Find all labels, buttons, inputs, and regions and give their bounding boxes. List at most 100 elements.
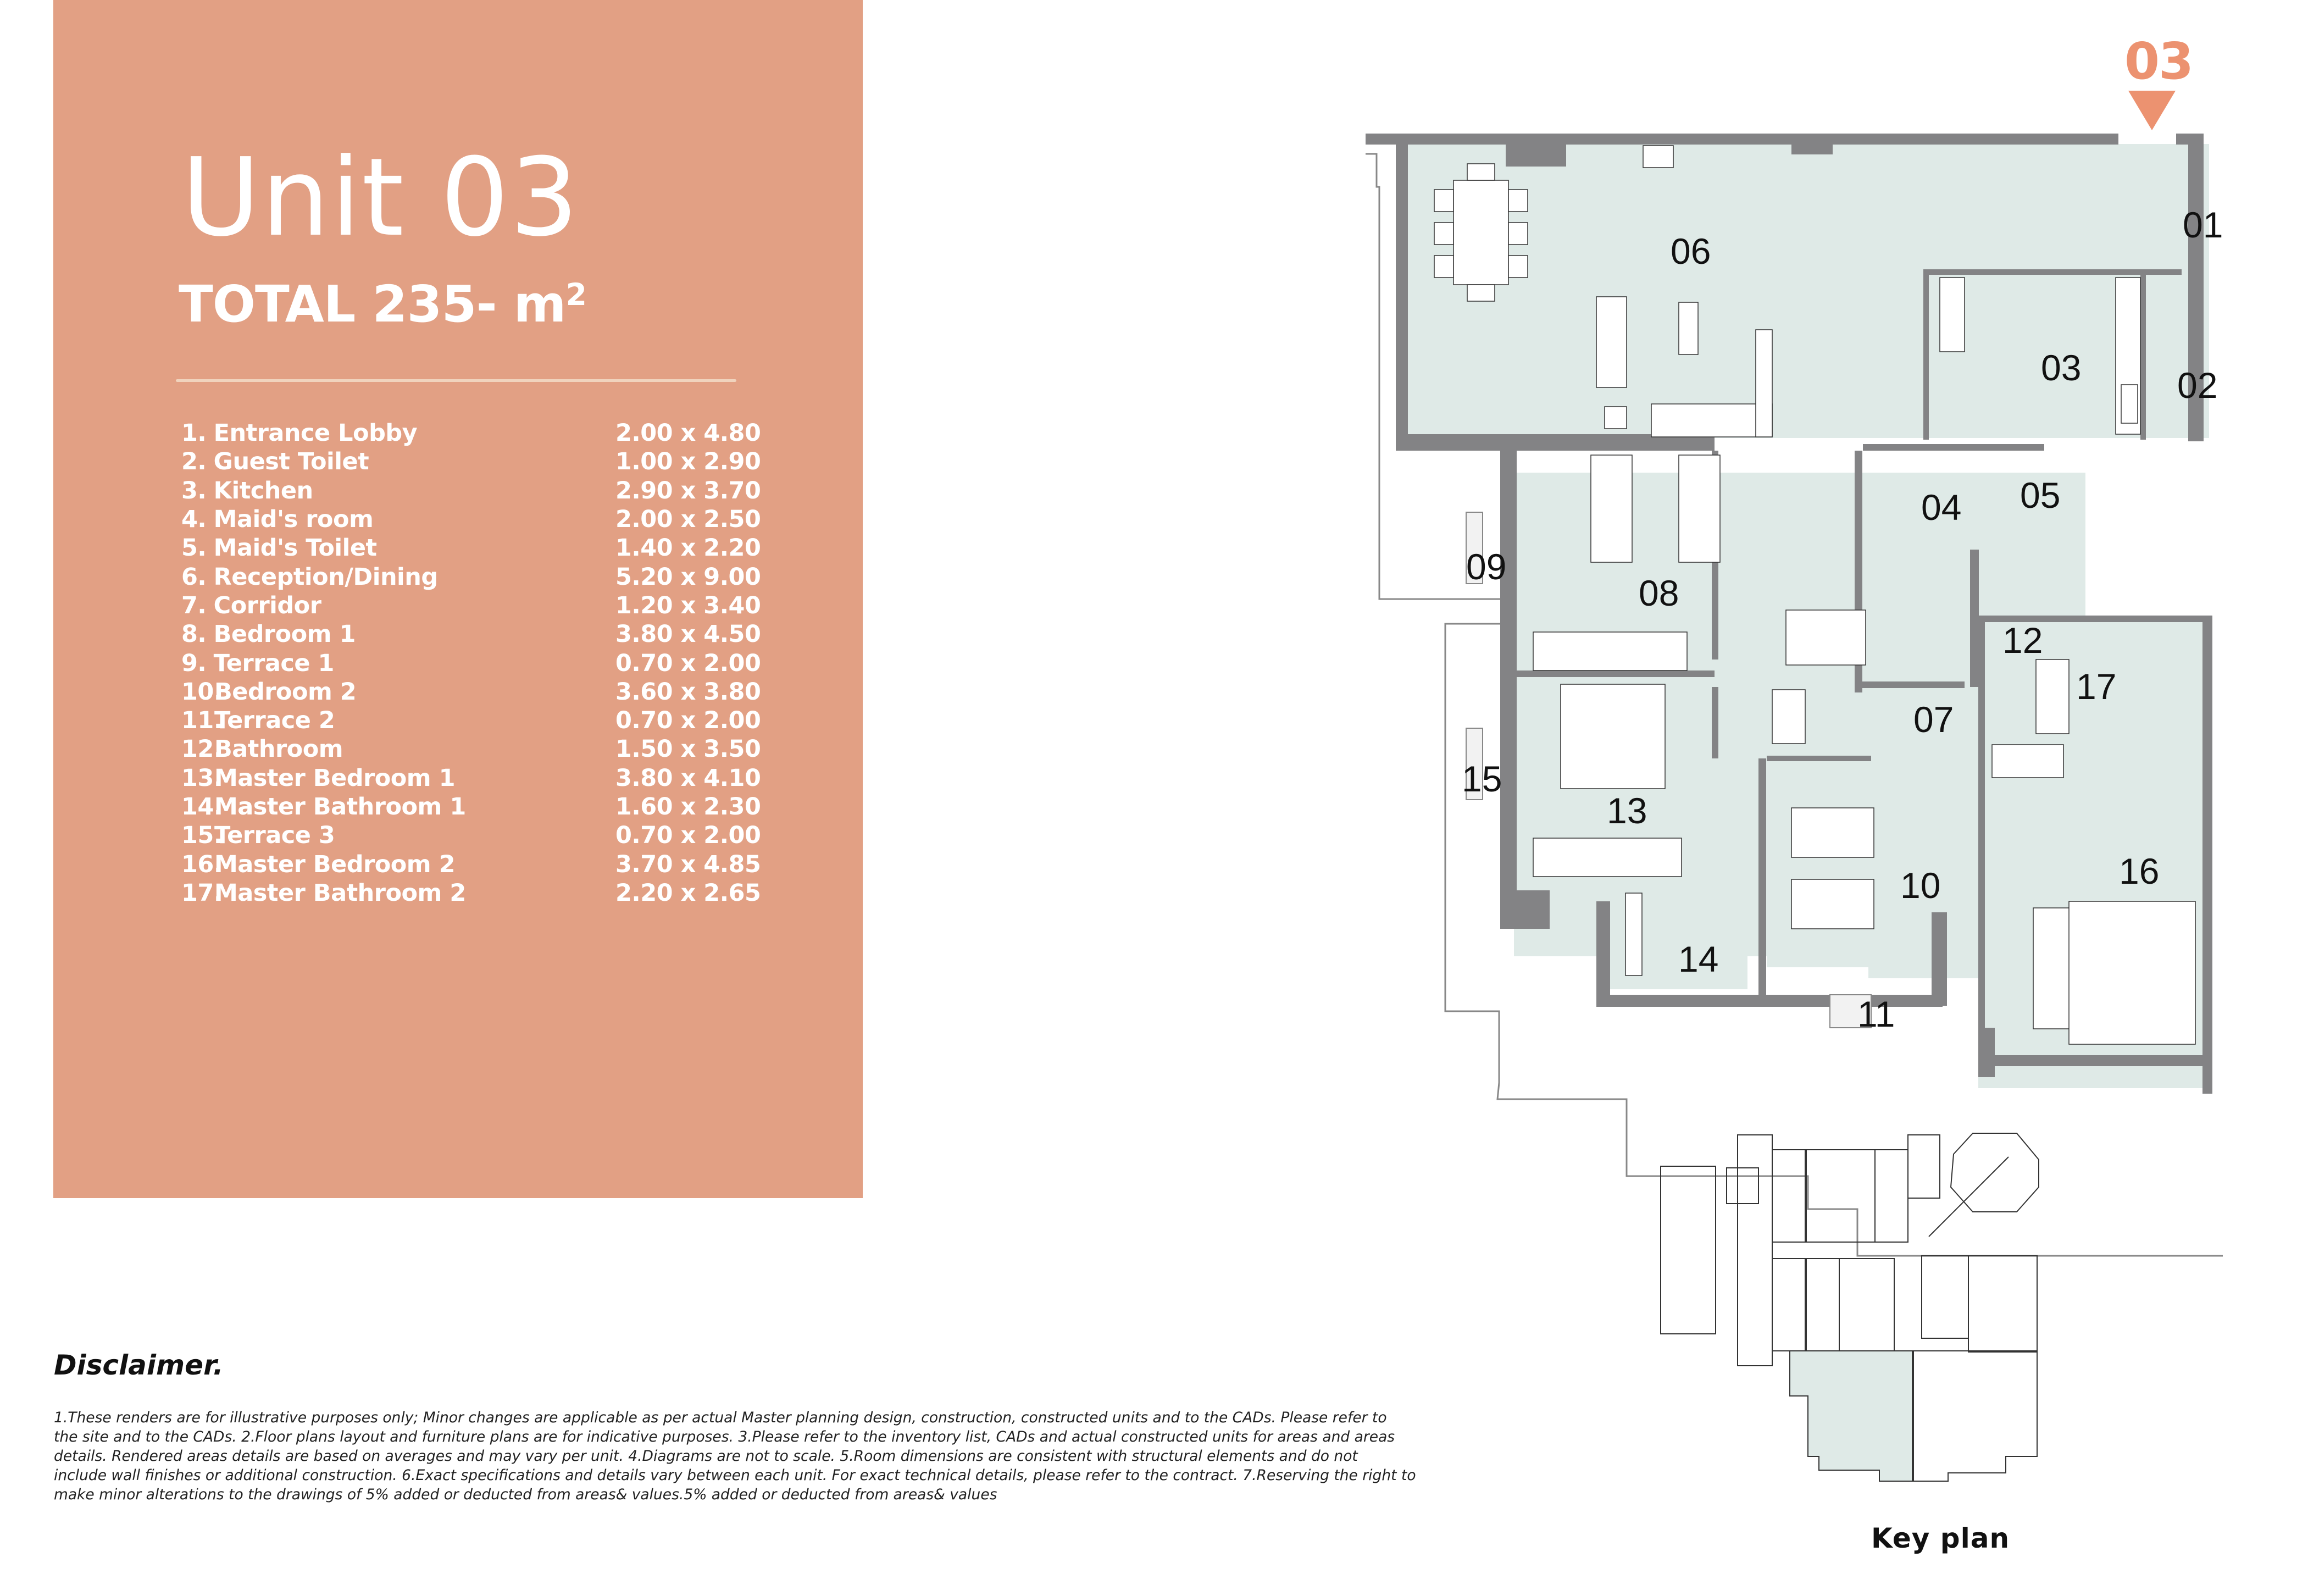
bathtub bbox=[1772, 689, 1806, 744]
key-plan-highlight-unit-03 bbox=[1789, 1350, 1913, 1482]
key-plan-label: Key plan bbox=[1871, 1522, 2010, 1554]
room-dimensions: 3.70 x 4.85 bbox=[615, 850, 761, 878]
disclaimer-body: 1.These renders are for illustrative pur… bbox=[54, 1408, 1560, 1504]
key-plan-drawing bbox=[1660, 1133, 2039, 1482]
room-dimensions: 0.70 x 2.00 bbox=[615, 649, 761, 677]
bed bbox=[1791, 807, 1874, 858]
room-number: 5. bbox=[181, 534, 207, 562]
room-name: Reception/Dining bbox=[213, 563, 439, 591]
room-label-11: 11 bbox=[1857, 994, 1895, 1034]
room-label-17: 17 bbox=[2076, 666, 2117, 707]
dining-table bbox=[1453, 180, 1509, 285]
room-name: Maid's room bbox=[213, 506, 374, 534]
terrace-11 bbox=[1829, 994, 1872, 1028]
room-name: Bathroom bbox=[214, 735, 343, 763]
sectional-sofa bbox=[1651, 403, 1773, 437]
room-label-07: 07 bbox=[1913, 699, 1954, 740]
entrance-arrow-icon bbox=[2128, 91, 2176, 130]
room-label-06: 06 bbox=[1671, 231, 1711, 271]
panel-divider bbox=[176, 379, 736, 382]
vanity bbox=[1991, 744, 2064, 778]
room-label-13: 13 bbox=[1607, 790, 1647, 831]
room-dimensions: 1.40 x 2.20 bbox=[615, 534, 761, 562]
disclaimer-title: Disclaimer. bbox=[54, 1349, 224, 1381]
bed bbox=[1791, 879, 1874, 929]
room-dimensions: 3.80 x 4.50 bbox=[615, 620, 761, 649]
terrace-09 bbox=[1466, 512, 1483, 584]
room-label-15: 15 bbox=[1462, 758, 1502, 799]
disclaimer-line: 1.These renders are for illustrative pur… bbox=[54, 1409, 1387, 1426]
room-number: 3. bbox=[181, 476, 207, 505]
terraces bbox=[1466, 512, 1872, 1028]
room-label-09: 09 bbox=[1466, 546, 1507, 587]
room-number: 7. bbox=[181, 591, 207, 619]
room-dimensions: 1.20 x 3.40 bbox=[615, 591, 761, 619]
room-name: Master Bathroom 2 bbox=[214, 879, 466, 907]
room-number: 2. bbox=[181, 448, 207, 476]
disclaimer-line: the site and to the CADs. 2.Floor plans … bbox=[54, 1428, 1395, 1445]
room-label-16: 16 bbox=[2119, 851, 2160, 891]
room-label-12: 12 bbox=[2002, 620, 2043, 661]
room-number: 1. bbox=[181, 419, 207, 447]
unit-total-area: TOTAL 235- m2 bbox=[179, 277, 587, 330]
room-dimensions: 0.70 x 2.00 bbox=[615, 707, 761, 735]
disclaimer-line: include wall finishes or additional cons… bbox=[54, 1467, 1416, 1484]
room-name: Terrace 3 bbox=[214, 822, 335, 850]
furniture bbox=[1434, 145, 2196, 1045]
wardrobe-area bbox=[2068, 901, 2196, 1045]
room-dimensions: 0.70 x 2.00 bbox=[615, 822, 761, 850]
bathtub bbox=[2035, 659, 2070, 734]
total-area-unit-sup: 2 bbox=[565, 277, 587, 312]
room-label-02: 02 bbox=[2177, 365, 2218, 406]
room-dimensions: 2.90 x 3.70 bbox=[615, 476, 761, 505]
room-dimensions: 1.00 x 2.90 bbox=[615, 448, 761, 476]
room-dimensions: 1.50 x 3.50 bbox=[615, 735, 761, 763]
outer-outline bbox=[1366, 153, 2223, 1257]
coffee-table bbox=[1678, 302, 1699, 355]
bed bbox=[1590, 455, 1633, 563]
room-dimensions: 2.00 x 4.80 bbox=[615, 419, 761, 447]
room-label-01: 01 bbox=[2183, 204, 2223, 245]
bed bbox=[1560, 684, 1666, 789]
room-label-08: 08 bbox=[1639, 573, 1679, 613]
room-schedule-row: 8.Bedroom 1 3.80 x 4.50 bbox=[181, 620, 761, 649]
room-name: Guest Toilet bbox=[213, 448, 369, 476]
room-number: 4. bbox=[181, 506, 207, 534]
maid-bed bbox=[1785, 609, 1866, 666]
disclaimer-line: make minor alterations to the drawings o… bbox=[54, 1486, 997, 1503]
room-name: Maid's Toilet bbox=[213, 534, 377, 562]
room-label-14: 14 bbox=[1678, 939, 1719, 979]
wardrobe bbox=[1533, 631, 1688, 671]
room-dimensions: 2.00 x 2.50 bbox=[615, 506, 761, 534]
room-name: Master Bathroom 1 bbox=[214, 793, 466, 821]
room-label-05: 05 bbox=[2020, 475, 2061, 516]
room-dimensions: 2.20 x 2.65 bbox=[615, 879, 761, 907]
bathtub bbox=[1625, 893, 1643, 976]
room-schedule-row: 2.Guest Toilet 1.00 x 2.90 bbox=[181, 447, 761, 476]
room-name: Bedroom 2 bbox=[214, 678, 357, 706]
room-label-03: 03 bbox=[2041, 347, 2082, 388]
room-dimensions: 3.80 x 4.10 bbox=[615, 764, 761, 792]
room-dimensions: 1.60 x 2.30 bbox=[615, 793, 761, 821]
room-schedule-row: 4.Maid's room 2.00 x 2.50 bbox=[181, 505, 761, 534]
room-label-04: 04 bbox=[1921, 487, 1962, 528]
bed bbox=[1678, 455, 1721, 563]
room-name: Terrace 1 bbox=[213, 649, 335, 677]
room-name: Bedroom 1 bbox=[213, 620, 356, 649]
sofa bbox=[1596, 296, 1627, 388]
room-number: 8. bbox=[181, 620, 207, 649]
